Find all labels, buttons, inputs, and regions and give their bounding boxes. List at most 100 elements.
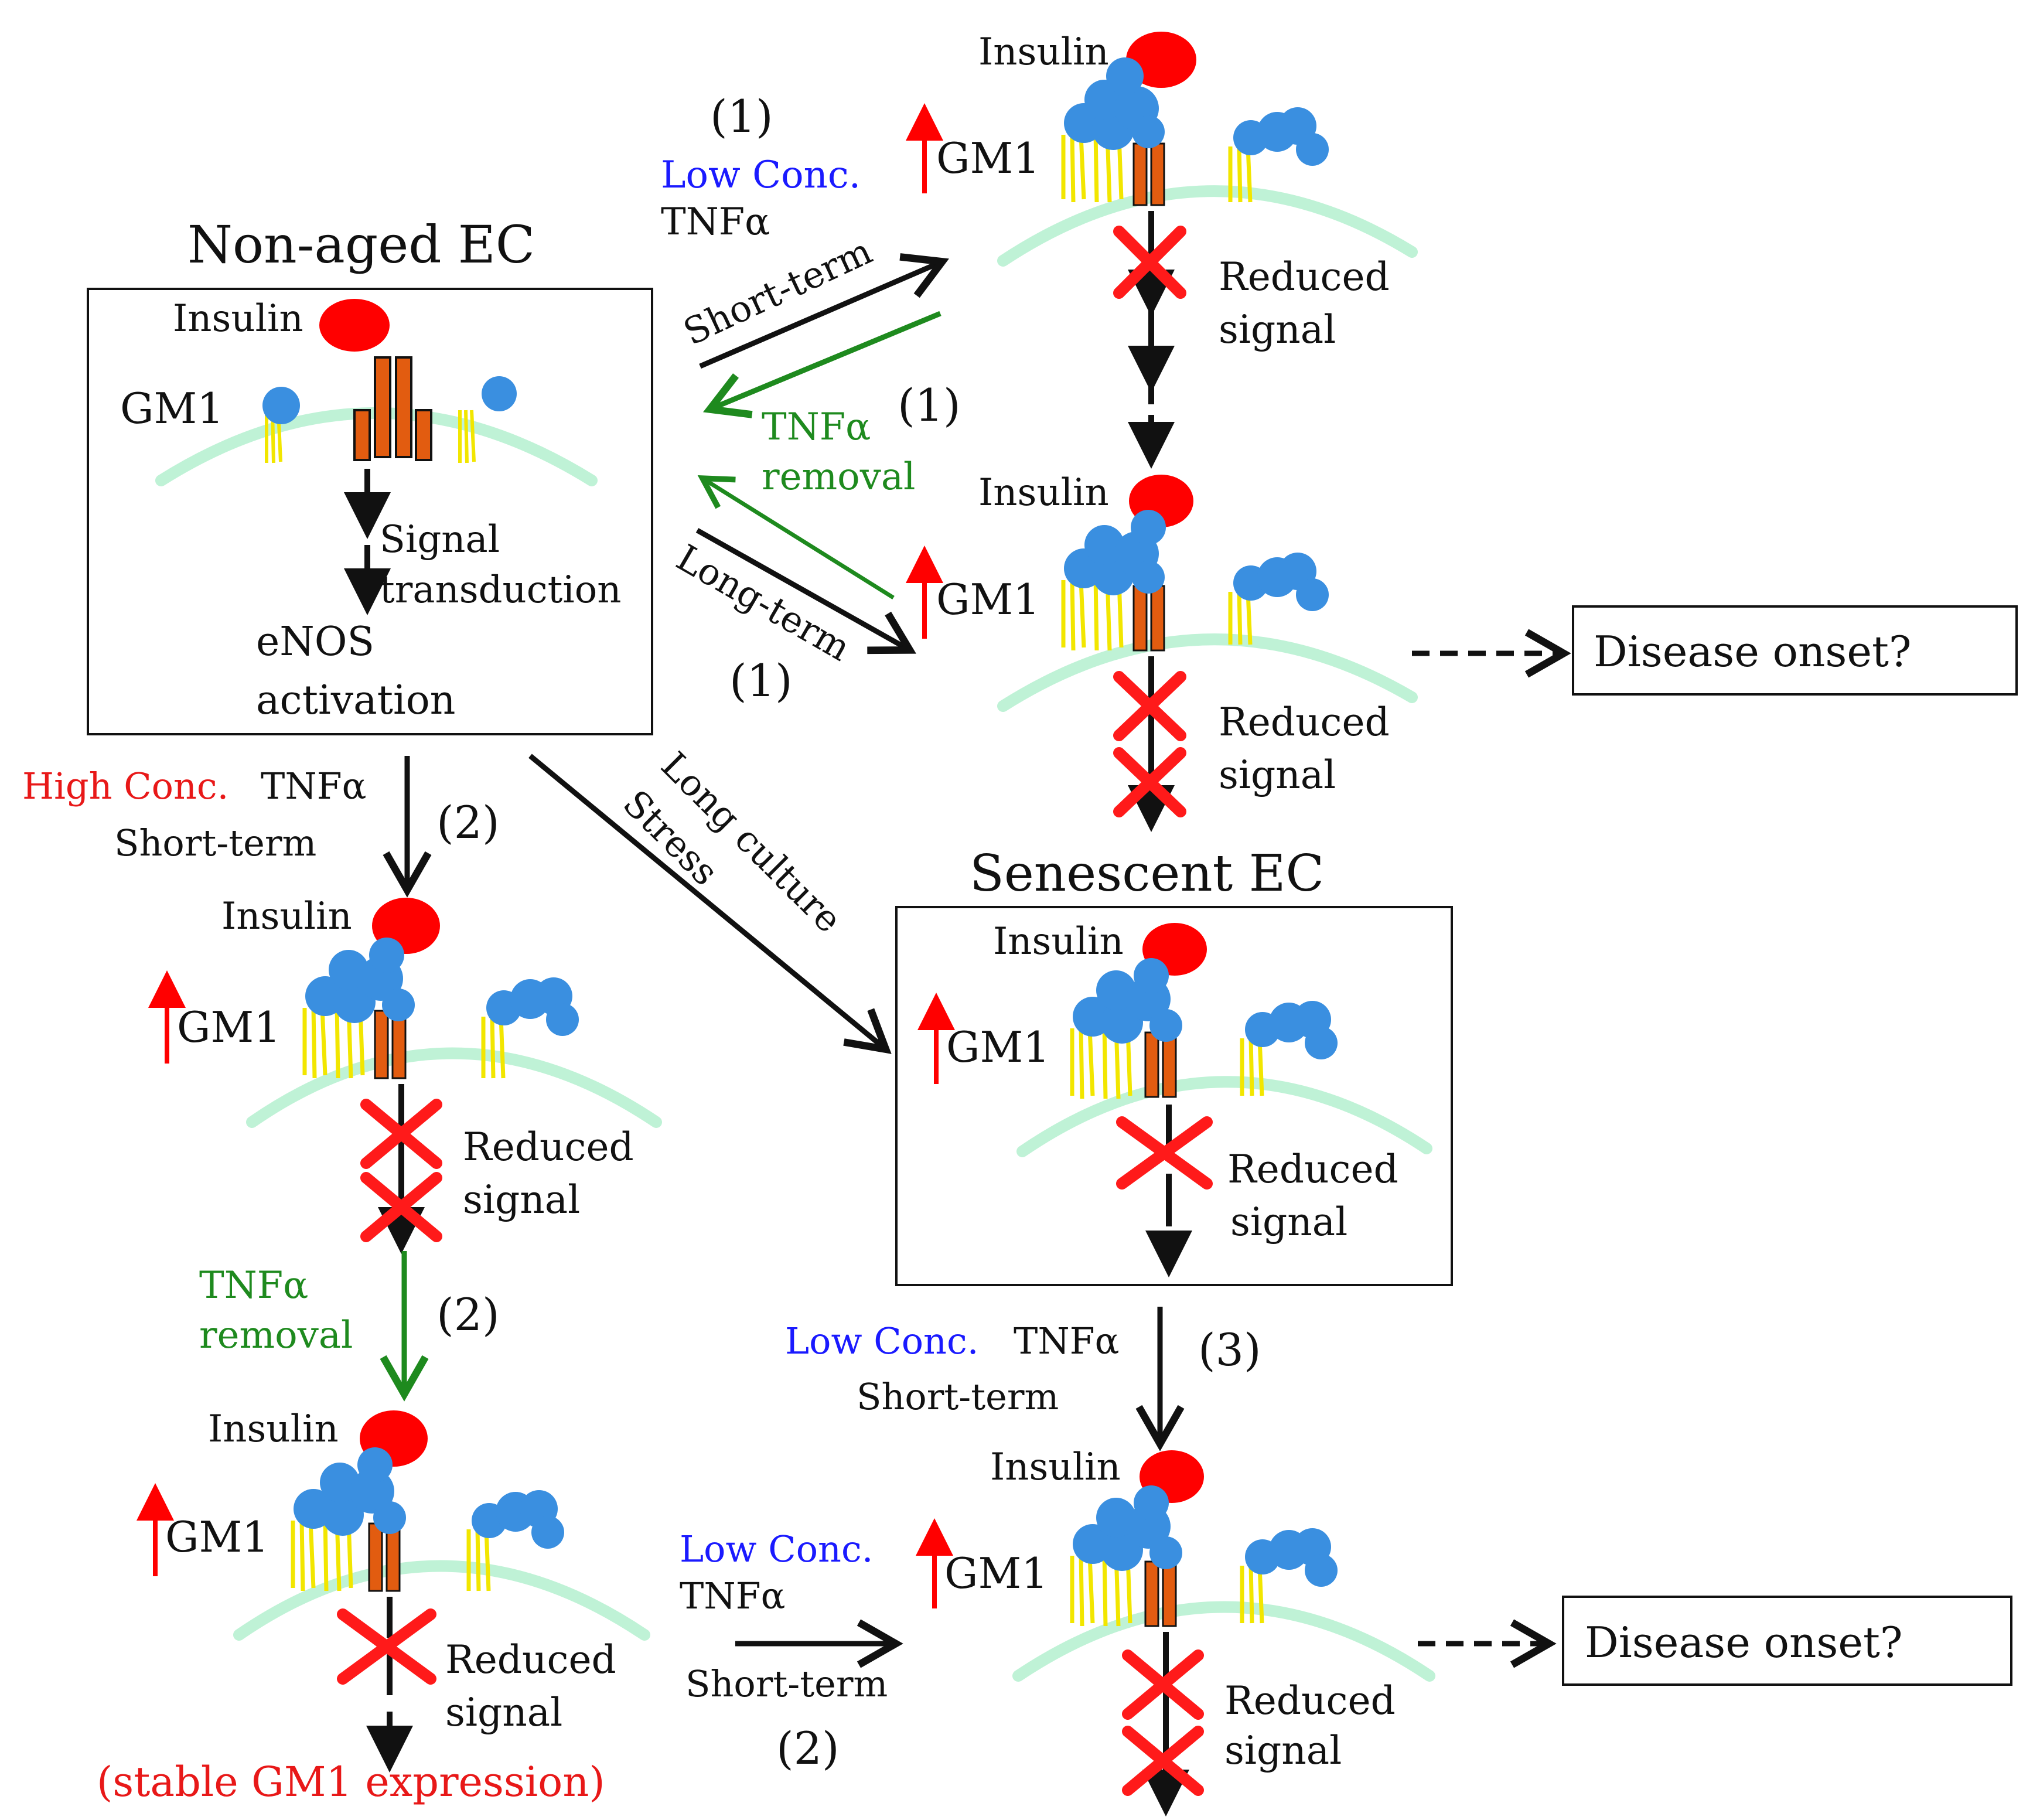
- activation-label: activation: [256, 677, 455, 724]
- removal-label-group: (1) TNFα removal: [762, 379, 961, 499]
- short-term-label: Short-term: [857, 1375, 1059, 1418]
- insulin-molecule: [319, 299, 390, 352]
- non-aged-ec-panel: Non-aged EC Insulin GM1 Signal transduct…: [87, 214, 653, 735]
- cell-membrane: [246, 1047, 662, 1128]
- cell-membrane: [997, 185, 1418, 267]
- disease-onset-box: Disease onset?: [1572, 605, 2018, 696]
- arrow-tnfa-removal-short: [702, 311, 941, 418]
- low-long-panel: Insulin GM1 Reduced signal: [906, 471, 1418, 832]
- senescent-ec-box: [895, 906, 1453, 1286]
- gm1-label: GM1: [177, 1003, 281, 1052]
- low-short-panel: Insulin GM1 Reduced signal: [906, 30, 1418, 469]
- step-one-long: (1): [729, 655, 793, 707]
- insulin-label: Insulin: [990, 1446, 1121, 1489]
- block-x: [337, 1608, 436, 1685]
- receptor-cluster: [1070, 1485, 1182, 1627]
- high-short-condition: High Conc. TNFα Short-term (2): [22, 765, 500, 864]
- insulin-receptor: [353, 356, 432, 461]
- stable-gm1-note: (stable GM1 expression): [97, 1758, 605, 1806]
- signal-label: signal: [1230, 1199, 1348, 1245]
- gm1-cluster: [1228, 553, 1329, 645]
- senescent-ec-panel: Senescent EC Insulin GM1 Reduced sig: [895, 844, 1453, 1286]
- reduced-label: Reduced: [1227, 1147, 1398, 1192]
- short-term-label: Short-term: [685, 1662, 888, 1705]
- enos-label: eNOS: [256, 619, 374, 665]
- gm1-cluster: [1240, 1001, 1338, 1096]
- signal-label: signal: [445, 1690, 562, 1735]
- insulin-label: Insulin: [978, 30, 1109, 74]
- insulin-label: Insulin: [978, 471, 1109, 514]
- step-two-removal: (2): [436, 1289, 500, 1341]
- receptor-cluster: [1070, 958, 1182, 1099]
- block-x: [360, 1099, 442, 1169]
- non-aged-ec-box: [87, 288, 653, 735]
- non-aged-ec-title: Non-aged EC: [187, 214, 535, 275]
- step-one-removal: (1): [898, 379, 961, 431]
- disease-onset-label: Disease onset?: [1594, 627, 1912, 676]
- receptor-cluster: [291, 1447, 406, 1592]
- block-x: [1113, 747, 1186, 817]
- low-short-condition: (1) Low Conc. TNFα Short-term: [661, 90, 878, 354]
- receptor-cluster: [302, 938, 415, 1079]
- senescent-low-condition: Low Conc. TNFα Short-term (3): [785, 1320, 1261, 1418]
- step-one-top: (1): [710, 90, 773, 142]
- insulin-label: Insulin: [173, 297, 303, 340]
- removal-label: removal: [762, 455, 915, 499]
- cell-membrane: [1012, 1601, 1435, 1682]
- removal-label: removal: [199, 1314, 353, 1357]
- bottom-low-short-condition: Low Conc. TNFα Short-term (2): [680, 1528, 888, 1774]
- high-removed-panel: Insulin GM1 Reduced signal (stable GM1 e…: [97, 1407, 650, 1806]
- receptor-cluster: [1061, 57, 1165, 206]
- gm1-cluster: [466, 1490, 564, 1591]
- transduction-label: transduction: [380, 568, 622, 612]
- arrow-to-low-short: [699, 253, 949, 369]
- insulin-label: Insulin: [208, 1407, 339, 1451]
- block-x: [1122, 1649, 1204, 1720]
- signal-label: signal: [1224, 1728, 1342, 1773]
- reduced-label: Reduced: [1219, 254, 1390, 299]
- block-x: [1122, 1726, 1204, 1796]
- tnfa-label: TNFα: [261, 765, 367, 807]
- gm1-cluster: [481, 977, 579, 1079]
- arrow-to-senescent: [528, 754, 892, 1054]
- block-x: [1113, 226, 1186, 299]
- gm1-glycan: [482, 376, 517, 411]
- block-x: [1116, 1116, 1213, 1190]
- low-conc-label: Low Conc.: [785, 1320, 978, 1362]
- reduced-label: Reduced: [445, 1637, 616, 1682]
- short-term-label: Short-term: [114, 822, 316, 864]
- high-short-panel: Insulin GM1 Reduced signal: [148, 895, 662, 1254]
- signal-label: signal: [1219, 307, 1336, 352]
- low-conc-label: Low Conc.: [661, 154, 861, 197]
- disease-onset-label: Disease onset?: [1585, 1618, 1903, 1667]
- step-two-bottom: (2): [776, 1722, 840, 1774]
- insulin-label: Insulin: [221, 895, 352, 938]
- signal-label: signal: [1219, 752, 1336, 797]
- gm1-cluster: [1240, 1528, 1338, 1624]
- tnfa-label: TNFα: [661, 200, 770, 244]
- cell-membrane: [233, 1560, 650, 1641]
- signal-label: signal: [463, 1177, 580, 1222]
- gm1-label: GM1: [165, 1512, 269, 1562]
- low-conc-label: Low Conc.: [680, 1528, 873, 1570]
- tnfa-label: TNFα: [1014, 1320, 1120, 1362]
- insulin-label: Insulin: [993, 920, 1124, 963]
- reduced-label: Reduced: [1224, 1678, 1396, 1723]
- gm1-label: GM1: [936, 575, 1040, 624]
- gm1-cluster: [1228, 107, 1329, 203]
- signal-label: Signal: [380, 518, 500, 561]
- gm1-label: GM1: [944, 1549, 1048, 1598]
- high-conc-label: High Conc.: [22, 765, 228, 807]
- cell-membrane: [997, 633, 1418, 712]
- gm1-label: GM1: [120, 384, 224, 433]
- reduced-label: Reduced: [463, 1124, 634, 1170]
- arrow-to-low-long: [695, 528, 916, 655]
- gm1-glycan: [262, 387, 300, 424]
- step-two-high: (2): [436, 796, 500, 848]
- tnfa-removal-label: TNFα: [762, 405, 871, 449]
- arrow-tnfa-removal-long: [697, 475, 895, 599]
- reduced-label: Reduced: [1219, 700, 1390, 745]
- cell-membrane: [1016, 1076, 1432, 1157]
- receptor-cluster: [1061, 510, 1166, 652]
